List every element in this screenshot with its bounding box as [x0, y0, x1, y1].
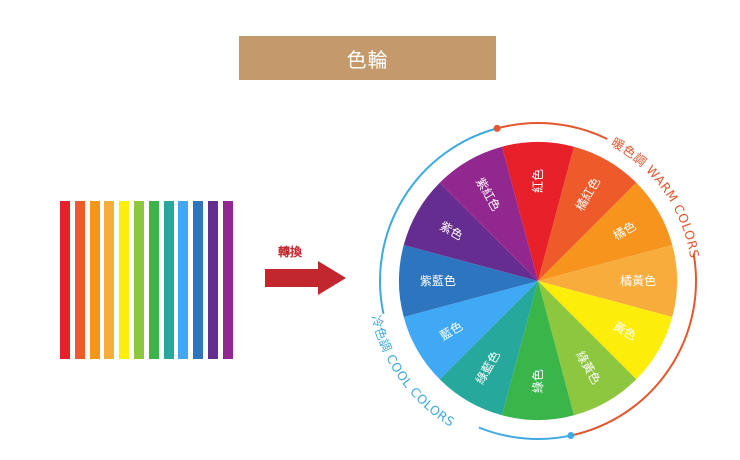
color-stripe: [222, 201, 233, 359]
wheel-wedge: [439, 146, 538, 281]
wheel-wedges: [398, 142, 677, 420]
tone-arc: [379, 127, 498, 315]
wheel-wedge: [538, 281, 637, 416]
wheel-wedge: [502, 281, 574, 420]
color-stripe: [60, 201, 70, 359]
color-stripe: [208, 201, 218, 359]
wheel-wedge: [538, 182, 673, 281]
wheel-wedge: [502, 142, 574, 281]
color-stripe: [148, 201, 159, 359]
wedge-label: 紅色: [531, 169, 545, 193]
color-stripe: [163, 201, 174, 359]
tone-arc: [478, 426, 572, 440]
tone-rings: [379, 122, 697, 440]
wheel-wedge: [398, 245, 538, 317]
color-stripe: [193, 201, 204, 359]
wheel-wedge: [538, 245, 677, 317]
right-arrow-icon: [265, 261, 346, 295]
color-stripe: [74, 201, 85, 359]
wedge-label: 橘黃色: [620, 273, 656, 288]
color-stripe: [119, 201, 130, 359]
wheel-wedge: [403, 182, 538, 281]
wedge-label: 綠色: [531, 369, 545, 393]
tone-divider-dot: [493, 124, 501, 132]
wheel-wedge: [403, 281, 538, 380]
color-stripe: [104, 201, 115, 359]
wheel-wedge: [538, 146, 637, 281]
title-banner: 色輪: [239, 36, 496, 80]
color-stripe: [89, 201, 100, 359]
color-stripe: [134, 201, 144, 359]
tone-arc: [496, 122, 608, 140]
title-text: 色輪: [346, 47, 389, 72]
color-stripe: [178, 201, 189, 359]
wedge-label: 紫藍色: [420, 274, 456, 288]
wheel-wedge: [538, 281, 673, 380]
tone-divider-dot: [567, 432, 575, 440]
tone-arc: [570, 253, 697, 437]
arrow-label: 轉換: [278, 245, 303, 259]
wheel-wedge: [439, 281, 538, 416]
color-stripes: [60, 201, 240, 359]
convert-arrow: 轉換: [262, 243, 350, 295]
